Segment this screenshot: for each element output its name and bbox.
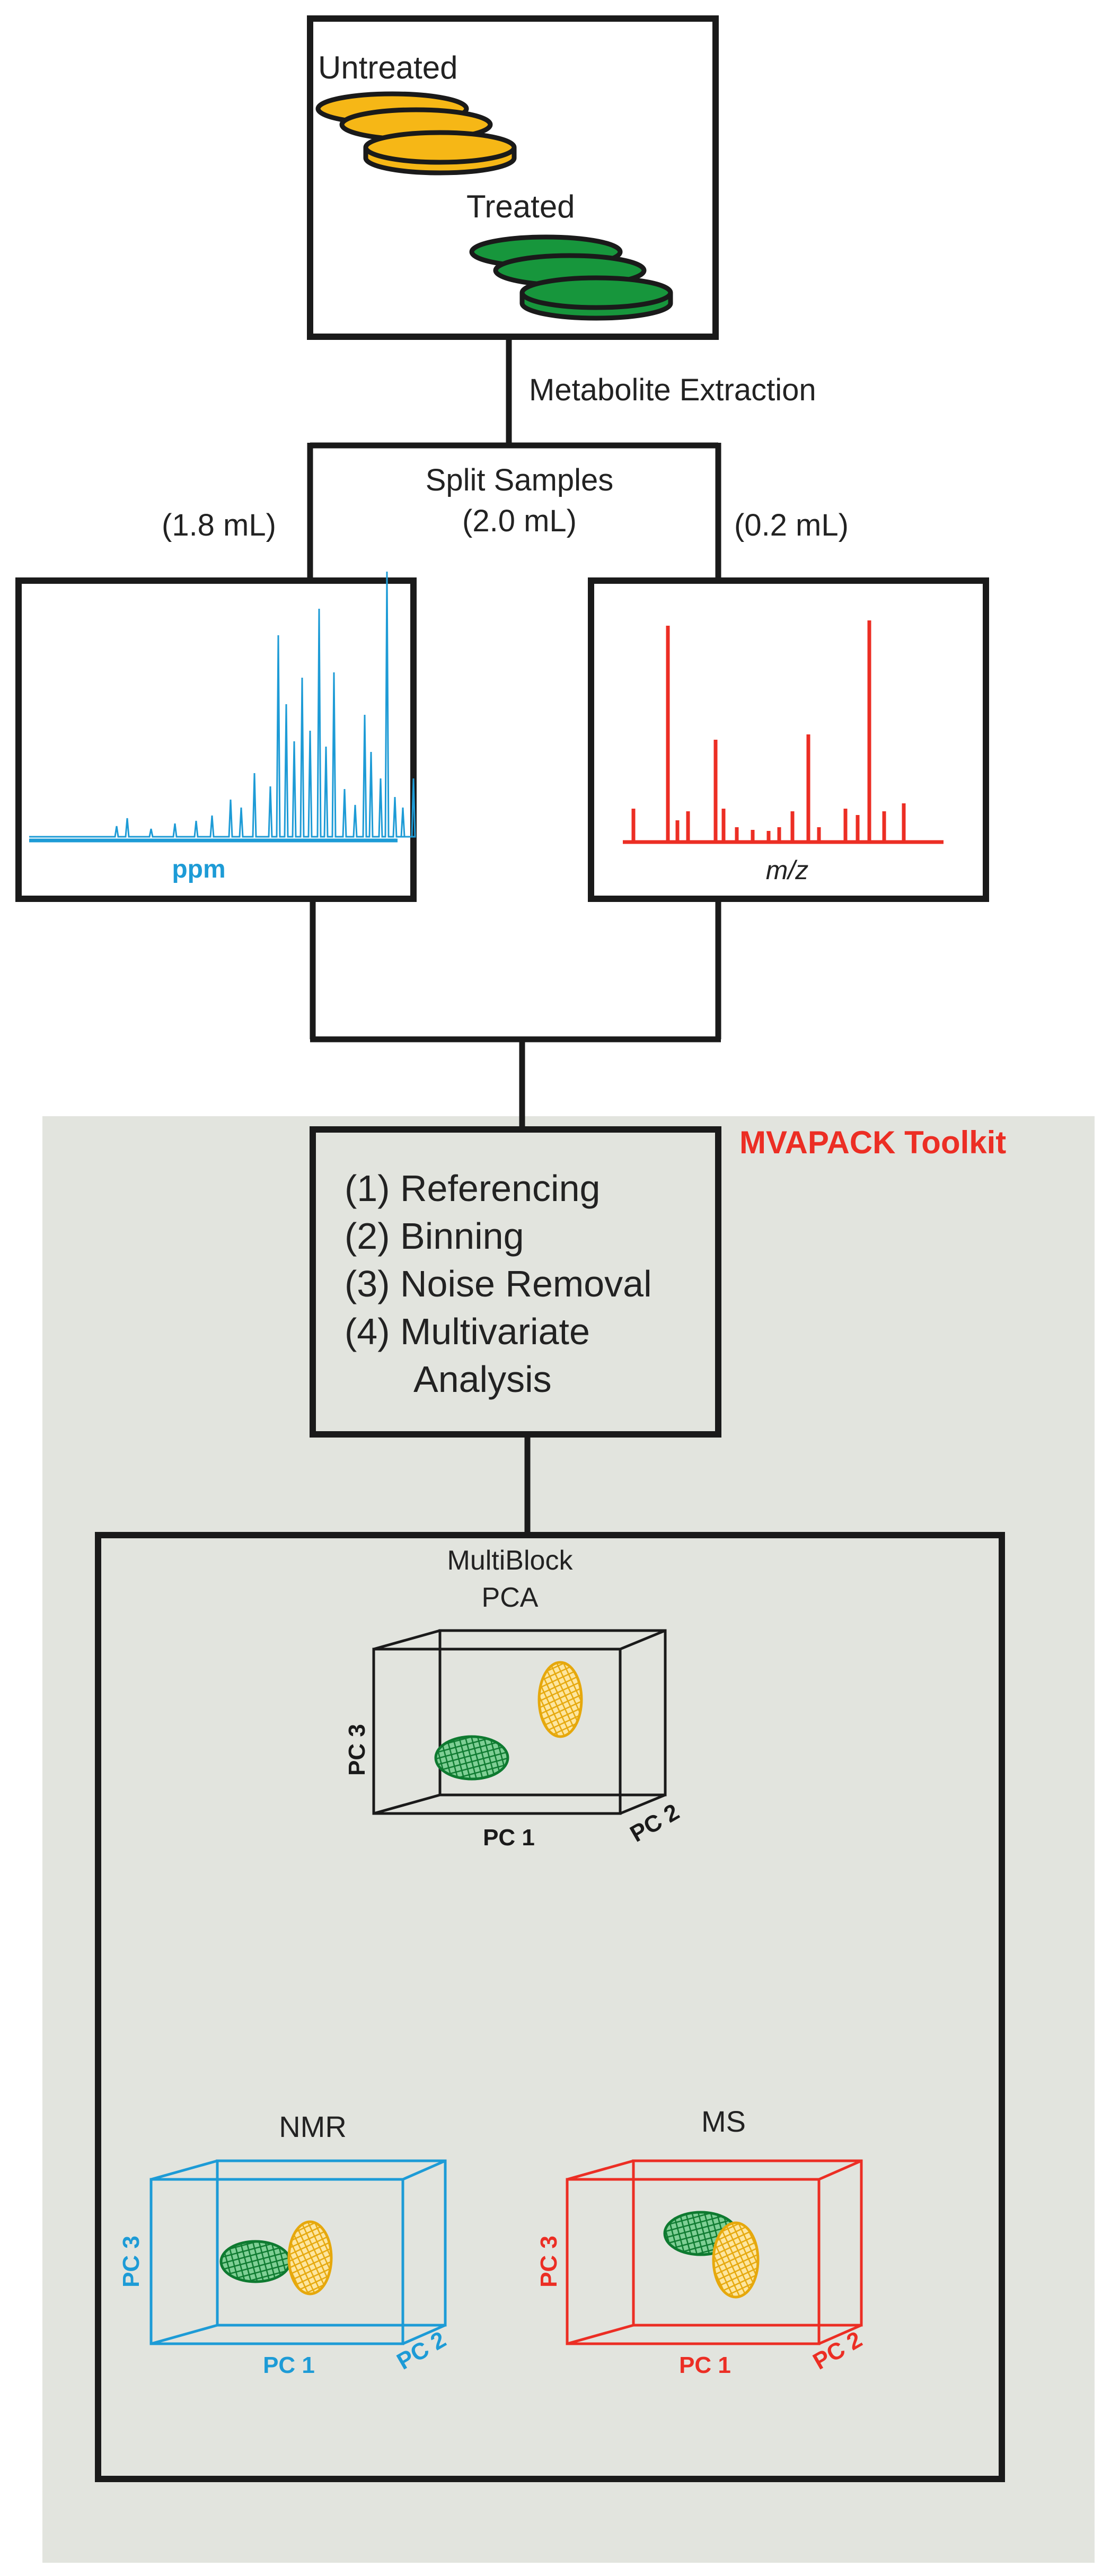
- ms-untreated-cluster: [712, 2221, 760, 2299]
- left-volume: (1.8 mL): [162, 508, 276, 542]
- extraction-label: Metabolite Extraction: [529, 373, 816, 407]
- toolkit-title: MVAPACK Toolkit: [739, 1125, 1006, 1160]
- ms-spectrum-box: [588, 577, 989, 902]
- split-line1: Split Samples: [426, 463, 614, 497]
- untreated-cluster: [537, 1661, 583, 1738]
- toolkit-step-4: (4) Multivariate: [345, 1311, 590, 1352]
- toolkit-step-3: (3) Noise Removal: [345, 1263, 652, 1304]
- right-volume: (0.2 mL): [734, 508, 849, 542]
- nmr-pca-plot: PC 1 PC 2 PC 3: [118, 2159, 451, 2378]
- nmr-spectrum-box: [15, 577, 417, 902]
- treated-cluster: [434, 1735, 509, 1781]
- ms-pca-plot: PC 1 PC 2 PC 3: [536, 2159, 867, 2378]
- split-line2: (2.0 mL): [462, 504, 577, 538]
- multiblock-pc3: PC 3: [344, 1724, 370, 1776]
- nmr-pc3: PC 3: [118, 2236, 144, 2288]
- nmr-spectrum-trace: [29, 571, 416, 838]
- ms-spectrum-peaks: [631, 620, 906, 840]
- ms-pc1: PC 1: [679, 2352, 731, 2378]
- nmr-treated-cluster: [219, 2240, 292, 2283]
- toolkit-step-2: (2) Binning: [345, 1215, 524, 1257]
- multiblock-line1: MultiBlock: [447, 1545, 574, 1576]
- toolkit-step-1: (1) Referencing: [345, 1168, 600, 1209]
- untreated-dishes: [315, 91, 517, 176]
- nmr-axis-label: ppm: [172, 855, 225, 883]
- treated-dishes: [469, 234, 673, 321]
- toolkit-steps-box: [310, 1126, 721, 1438]
- multiblock-pc1: PC 1: [483, 1825, 535, 1851]
- toolkit-step-4-cont: Analysis: [413, 1359, 552, 1400]
- nmr-untreated-cluster: [287, 2220, 333, 2295]
- ms-axis-label: m/z: [766, 855, 809, 885]
- nmr-pc1: PC 1: [263, 2352, 315, 2378]
- multiblock-line2: PCA: [482, 1582, 539, 1613]
- untreated-label: Untreated: [318, 50, 458, 85]
- nmr-block-title: NMR: [279, 2110, 347, 2143]
- ms-pc3: PC 3: [536, 2236, 562, 2288]
- ms-block-title: MS: [701, 2105, 746, 2138]
- treated-label: Treated: [466, 189, 575, 224]
